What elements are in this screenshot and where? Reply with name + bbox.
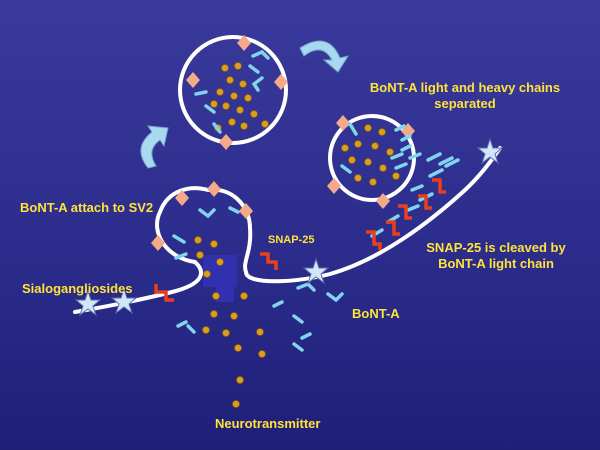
- toxin-chevron-icon: [176, 320, 188, 328]
- toxin-chevron-icon: [400, 144, 412, 152]
- diamond-receptor-icon: [151, 235, 165, 251]
- diamond-receptor-icon: [336, 115, 350, 131]
- cell-membrane: [73, 146, 502, 314]
- toxin-chevron-icon: [186, 324, 196, 334]
- toxin-chevron-icon: [406, 204, 420, 212]
- toxin-chevron-icon: [326, 292, 344, 303]
- label-light-heavy-line1: BoNT-A light and heavy chains: [369, 80, 561, 95]
- toxin-chevron-icon: [426, 152, 442, 162]
- label-bont-a: BoNT-A: [352, 306, 400, 321]
- toxin-chevron-icon: [272, 300, 284, 308]
- toxin-chevron-icon: [394, 162, 408, 170]
- label-light-heavy-separated: BoNT-A light and heavy chains separated: [360, 80, 570, 112]
- vesicle-top: [178, 35, 288, 145]
- label-light-heavy-line2: separated: [434, 96, 496, 111]
- diamond-receptor-icon: [237, 35, 251, 51]
- diamond-receptor-icon: [186, 72, 200, 88]
- toxin-chevron-icon: [204, 104, 216, 114]
- toxin-chevron-icon: [292, 342, 304, 352]
- diamond-receptor-icon: [207, 181, 221, 197]
- zigzag-snap25-icon: [398, 204, 412, 220]
- star-icon: [302, 257, 330, 285]
- toxin-chevron-icon: [410, 184, 424, 192]
- toxin-chevron-icon: [251, 76, 264, 92]
- zigzag-snap25-icon: [418, 194, 432, 210]
- diamond-receptor-icon: [239, 203, 253, 219]
- toxin-chevron-icon: [194, 90, 208, 96]
- sv2-receptors: [151, 35, 415, 251]
- toxin-chevron-icon: [300, 332, 312, 340]
- zigzag-snap25-icon: [366, 230, 382, 250]
- toxin-chevron-icon: [198, 208, 216, 219]
- label-neurotransmitter: Neurotransmitter: [215, 416, 321, 431]
- toxin-chevron-icon: [228, 206, 240, 214]
- toxin-chevron-icon: [248, 64, 260, 74]
- toxin-chevron-icon: [174, 252, 188, 260]
- stars: [74, 137, 504, 317]
- zigzag-snap25-icon: [154, 284, 174, 302]
- star-icon: [110, 287, 138, 315]
- cycle-arrow-icon: [140, 125, 169, 169]
- toxin-chevron-icon: [251, 49, 270, 60]
- toxin-chevron-icon: [390, 152, 404, 160]
- toxin-chevron-icon: [444, 158, 460, 168]
- toxin-chevron-icon: [400, 134, 412, 142]
- diamond-receptor-icon: [219, 134, 233, 150]
- toxin-chevron-icon: [172, 234, 186, 244]
- toxin-chevron-icon: [340, 164, 352, 174]
- toxin-chevron-icon: [296, 281, 316, 292]
- diamond-receptor-icon: [274, 74, 288, 90]
- star-icon: [476, 137, 504, 165]
- diamond-receptor-icon: [175, 190, 189, 206]
- zigzag-snap25-icon: [386, 220, 400, 236]
- label-snap25: SNAP-25: [268, 234, 315, 246]
- star-icon: [74, 289, 102, 317]
- label-attach-sv2: BoNT-A attach to SV2: [20, 200, 154, 215]
- diamond-receptor-icon: [327, 178, 341, 194]
- cycle-arrow-icon: [299, 40, 350, 73]
- label-cleaved-line1: SNAP-25 is cleaved by: [426, 240, 566, 255]
- toxin-chevron-icon: [348, 122, 358, 136]
- diamond-receptor-icon: [376, 193, 390, 209]
- toxin-chevron-icon: [408, 152, 422, 160]
- neurotransmitter-dots: [194, 62, 400, 408]
- toxin-chevron-icon: [438, 156, 454, 166]
- label-sialogangliosides: Sialogangliosides: [22, 281, 133, 296]
- toxin-chevron-icon: [212, 122, 222, 134]
- label-cleaved-line2: BoNT-A light chain: [438, 256, 554, 271]
- label-snap25-cleaved: SNAP-25 is cleaved by BoNT-A light chain: [416, 240, 576, 272]
- zigzag-snap25-icon: [432, 178, 446, 194]
- toxin-chevron-icon: [292, 314, 304, 324]
- snap25-proteins: [154, 178, 446, 302]
- toxin-chevron-icon: [394, 124, 406, 132]
- toxin-chevron-icon: [428, 168, 444, 178]
- zigzag-snap25-icon: [260, 252, 278, 270]
